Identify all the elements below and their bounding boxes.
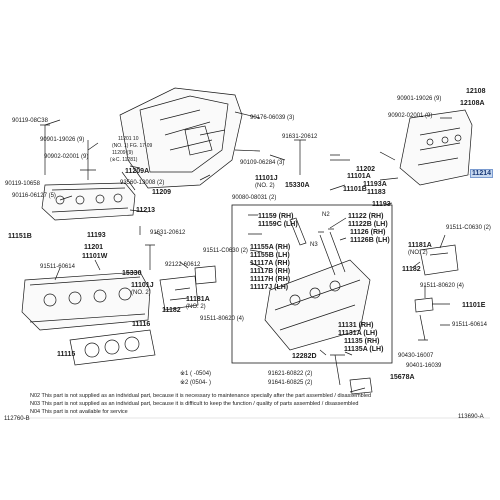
cover-note: (NO. 1) FG. 17-09: [112, 143, 153, 149]
part-label[interactable]: 90119-08C38: [12, 118, 48, 124]
left-head-cover-drawing: [41, 182, 136, 221]
part-label[interactable]: 91511-60614: [452, 322, 487, 328]
part-label[interactable]: 90901-19026 (9): [397, 96, 442, 102]
part-label[interactable]: 91511-60614: [40, 264, 75, 270]
part-label[interactable]: 11159 (RH): [258, 213, 294, 220]
part-label[interactable]: 90902-02001 (9): [44, 154, 89, 160]
footer-left-code: 112760-B: [4, 416, 30, 422]
code-note: ※2 (0504- ): [180, 380, 212, 386]
part-label: (NO. 2): [255, 183, 275, 189]
part-label: (NO. 2): [408, 250, 428, 256]
cover-note: (※C. 11281): [110, 157, 138, 163]
part-label[interactable]: 12108A: [460, 100, 485, 107]
part-label[interactable]: 90080-08031 (2): [232, 195, 277, 201]
part-label[interactable]: 90902-02001 (9): [388, 113, 433, 119]
part-label[interactable]: 11135 (RH): [344, 338, 380, 345]
part-label[interactable]: 11117H (RH): [250, 276, 291, 283]
part-label[interactable]: 11101A: [347, 173, 371, 180]
part-label[interactable]: 11101J: [131, 282, 154, 289]
part-label[interactable]: 90901-19026 (9): [40, 137, 85, 143]
part-label[interactable]: 91511-80620 (4): [420, 283, 464, 289]
part-label[interactable]: 11182: [162, 307, 181, 314]
part-note: N3: [310, 242, 318, 248]
part-label[interactable]: 11122B (LH): [348, 221, 388, 228]
part-label[interactable]: 91631-20612: [282, 134, 318, 140]
cover-note: 11209 (9): [112, 150, 134, 156]
part-label[interactable]: 90430-16007: [398, 353, 434, 359]
part-label[interactable]: 11126 (RH): [350, 229, 386, 236]
footer-right-code: 113690-A: [458, 414, 484, 420]
part-label[interactable]: 11101W: [82, 253, 108, 260]
left-cylinder-head-drawing: [21, 271, 151, 331]
part-label[interactable]: 11126B (LH): [350, 237, 390, 244]
part-label[interactable]: 90401-16039: [406, 363, 442, 369]
part-label[interactable]: 12282D: [292, 353, 317, 360]
right-cylinder-head-drawing: [264, 259, 371, 351]
part-label[interactable]: 11193A: [363, 181, 387, 188]
part-label[interactable]: 15678A: [390, 374, 415, 381]
part-label[interactable]: 11159C (LH): [258, 221, 298, 228]
footnote-n03: N03 This part is not supplied as an indi…: [30, 401, 359, 407]
part-label[interactable]: 11155B (LH): [250, 252, 290, 259]
part-label[interactable]: 91641-60825 (2): [268, 380, 313, 386]
part-label[interactable]: 90176-06039 (3): [250, 115, 295, 121]
part-label[interactable]: 11117J (LH): [250, 284, 289, 291]
part-label[interactable]: 11117B (RH): [250, 268, 291, 275]
part-label[interactable]: 11135A (LH): [344, 346, 384, 353]
part-label[interactable]: 91621-60822 (2): [268, 371, 313, 377]
part-label[interactable]: 91631-20612: [150, 230, 186, 236]
part-label[interactable]: 11182: [402, 266, 421, 273]
part-label-highlighted[interactable]: 11214: [470, 169, 494, 178]
part-label[interactable]: 91511-C0630 (2): [203, 248, 248, 254]
part-label[interactable]: 11213: [136, 207, 156, 214]
part-label[interactable]: 11117A (RH): [250, 260, 290, 267]
part-label[interactable]: 90109-06284 (3): [240, 160, 285, 166]
part-label[interactable]: 11155A (RH): [250, 244, 291, 251]
footnote-n04: N04 This part is not available for servi…: [30, 409, 128, 415]
part-label[interactable]: 11181A: [408, 242, 432, 249]
part-label[interactable]: 11183: [367, 189, 386, 196]
part-label[interactable]: 11201: [84, 244, 104, 251]
part-label[interactable]: 91511-C0630 (2): [446, 225, 491, 231]
code-note: ※1 ( -0504): [180, 371, 212, 377]
part-label[interactable]: 12108: [466, 88, 486, 95]
part-label[interactable]: 11193: [372, 201, 391, 208]
part-label[interactable]: 90116-06127 (5): [12, 193, 56, 199]
part-label[interactable]: 11151B: [8, 233, 32, 240]
part-label[interactable]: 11209A: [125, 168, 150, 175]
part-label[interactable]: 11131A (LH): [338, 330, 378, 337]
part-label[interactable]: 11181A: [186, 296, 210, 303]
part-label[interactable]: 11101E: [462, 302, 486, 309]
part-label[interactable]: 11193: [87, 232, 106, 239]
part-label[interactable]: 11116: [132, 321, 151, 328]
part-label[interactable]: 11115: [57, 351, 76, 358]
part-label[interactable]: 15330: [122, 270, 142, 277]
part-label[interactable]: 90119-10658: [5, 181, 40, 187]
part-label[interactable]: 11202: [356, 166, 376, 173]
part-label: (NO. 2): [131, 290, 151, 296]
part-label[interactable]: 92122-60612: [165, 262, 201, 268]
part-label[interactable]: 11131 (RH): [338, 322, 374, 329]
right-head-cover-drawing: [399, 109, 473, 186]
part-label[interactable]: 91511-80620 (4): [200, 316, 244, 322]
part-label[interactable]: 11122 (RH): [348, 213, 384, 220]
engine-cover-drawing: [119, 87, 243, 189]
left-head-gasket-drawing: [69, 329, 156, 366]
footnote-n02: N02 This part is not supplied as an indi…: [30, 393, 372, 399]
part-label[interactable]: 11101B: [343, 186, 367, 193]
part-label: (NO. 2): [186, 304, 206, 310]
cover-note: 11201 10: [118, 136, 139, 142]
part-label[interactable]: 11101J: [255, 175, 278, 182]
part-label[interactable]: 11209: [152, 189, 172, 196]
part-label[interactable]: 15330A: [285, 182, 310, 189]
part-label[interactable]: 93560-13008 (2): [120, 180, 165, 186]
part-note: N2: [322, 212, 330, 218]
